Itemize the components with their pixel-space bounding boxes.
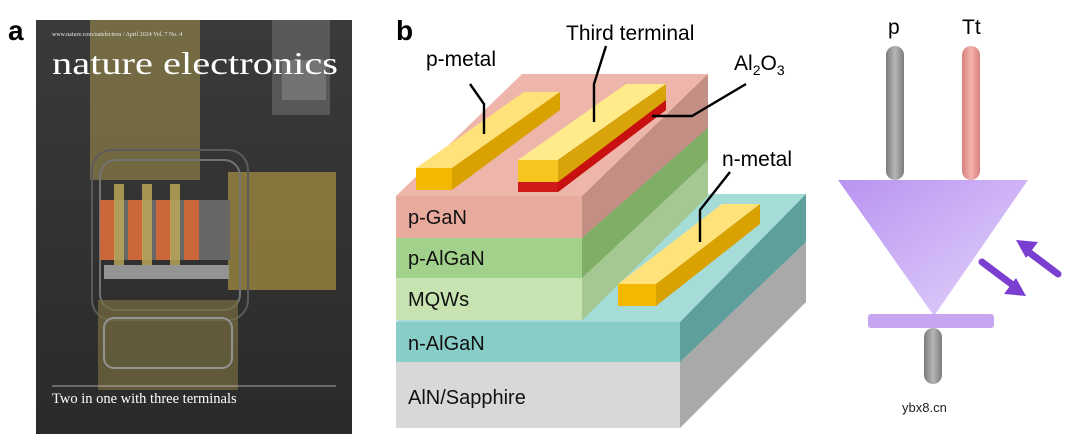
cover-masthead-info: www.nature.com/natelectron / April 2024 … <box>52 32 182 38</box>
layer-label-aln-sapphire: AlN/Sapphire <box>408 387 526 409</box>
terminal-tt-label: Tt <box>962 16 981 39</box>
p-metal-contact <box>416 92 560 190</box>
n-lead <box>924 328 942 384</box>
watermark: ybx8.cn <box>902 400 947 415</box>
n-metal-leader <box>698 171 731 242</box>
light-arrows-icon <box>978 240 1062 296</box>
terminal-p-label: p <box>888 16 900 39</box>
journal-cover: www.nature.com/natelectron / April 2024 … <box>36 20 352 434</box>
cover-journal-title: nature electronics <box>52 45 338 81</box>
panel-a-letter: a <box>8 15 24 46</box>
diode-bar <box>868 314 994 328</box>
panel-b-letter: b <box>396 15 413 46</box>
p-metal-leader <box>469 83 486 134</box>
layer-label-p-gan: p-GaN <box>408 207 467 229</box>
layer-label-n-algan: n-AlGaN <box>408 333 485 355</box>
label-al2o3: Al2O3 <box>734 52 785 78</box>
diode-triangle <box>838 180 1028 316</box>
three-terminal-diode-symbol: p Tt <box>838 16 1062 384</box>
label-third-terminal: Third terminal <box>566 22 694 45</box>
third-terminal-leader <box>592 45 608 122</box>
al2o3-leader <box>652 82 747 118</box>
n-metal-contact <box>618 204 760 306</box>
al2o3-layer <box>518 182 558 192</box>
device-stack-diagram: p-metal Third terminal Al2O3 n-metal p-G… <box>396 22 806 428</box>
n-algan-side <box>680 194 806 362</box>
layer-mqws <box>396 278 582 320</box>
layer-p-algan <box>396 238 582 278</box>
layer-p-gan <box>396 196 582 238</box>
layer-aln-sapphire <box>396 362 680 428</box>
p-lead <box>886 46 904 180</box>
cover-device-image <box>90 20 336 390</box>
layer-n-algan <box>396 322 680 362</box>
layer-label-p-algan: p-AlGaN <box>408 248 485 270</box>
third-terminal-contact <box>518 84 666 192</box>
layer-label-mqws: MQWs <box>408 289 469 311</box>
cover-line: Two in one with three terminals <box>52 391 237 407</box>
label-p-metal: p-metal <box>426 48 496 71</box>
label-n-metal: n-metal <box>722 148 792 171</box>
substrate-side <box>680 242 806 428</box>
tt-lead <box>962 46 980 180</box>
